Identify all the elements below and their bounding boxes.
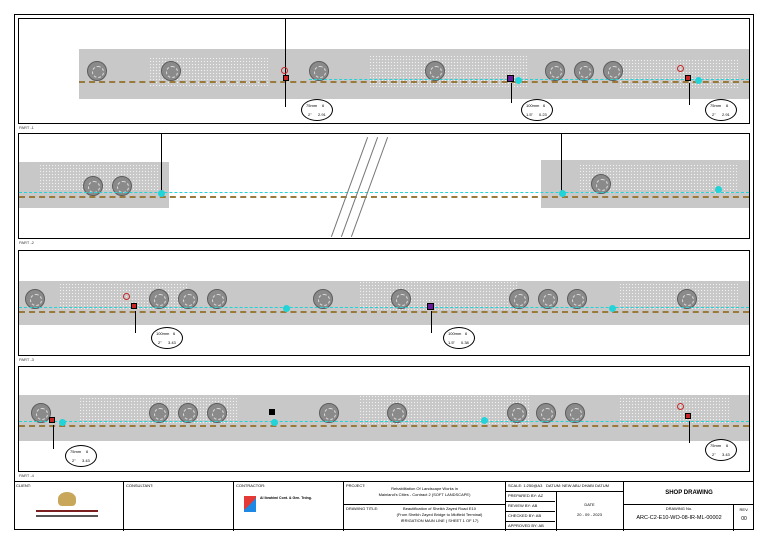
tree-icon — [387, 403, 407, 423]
control-valve-icon — [131, 303, 137, 309]
valve-node-icon — [715, 186, 722, 193]
client-cell: CLIENT: — [14, 482, 124, 531]
valve-marker-icon — [677, 65, 684, 72]
tree-icon — [677, 289, 697, 309]
part-label: PART -2 — [19, 240, 34, 245]
tree-icon — [207, 289, 227, 309]
air-valve-icon — [427, 303, 434, 310]
project-cell: PROJECT: Rehabilitation Of Landscape Wor… — [344, 482, 506, 531]
air-valve-icon — [507, 75, 514, 82]
tree-icon — [509, 289, 529, 309]
approval-cell: SCALE: 1:250@A3 DATUM: NEW ABU DHABI DAT… — [506, 482, 624, 531]
contractor-name: Al Ibrahimi Cont. & Gen. Trdng. — [260, 496, 312, 500]
tree-icon — [545, 61, 565, 81]
irrigation-main-line — [19, 196, 749, 198]
tree-icon — [149, 403, 169, 423]
tree-icon — [161, 61, 181, 81]
revision-number: 00 — [741, 516, 747, 522]
tree-icon — [507, 403, 527, 423]
valve-marker-icon — [677, 403, 684, 410]
tree-icon — [591, 174, 611, 194]
valve-node-icon — [59, 419, 66, 426]
valve-node-icon — [481, 417, 488, 424]
irrigation-main-line — [19, 425, 749, 427]
consultant-cell: CONSULTANT: — [124, 482, 234, 531]
contractor-cell: CONTRACTOR: Al Ibrahimi Cont. & Gen. Trd… — [234, 482, 344, 531]
control-valve-icon — [283, 75, 289, 81]
valve-node-icon — [609, 305, 616, 312]
control-valve-icon — [49, 417, 55, 423]
tree-icon — [391, 289, 411, 309]
title-block: CLIENT: CONSULTANT: CONTRACTOR: Al Ibrah… — [14, 481, 754, 531]
control-valve-icon — [685, 75, 691, 81]
irrigation-main-line — [79, 81, 749, 83]
valve-node-icon — [559, 190, 566, 197]
drawing-number: ARC-C2-E10-WO-08-IR-ML-00002 — [636, 515, 722, 521]
tree-icon — [313, 289, 333, 309]
contractor-logo-icon — [244, 496, 256, 512]
part-label: PART -3 — [19, 357, 34, 362]
tree-icon — [425, 61, 445, 81]
part-label: PART -1 — [19, 125, 34, 130]
part-2-panel — [18, 133, 750, 239]
irrigation-main-line — [19, 311, 749, 313]
tree-icon — [319, 403, 339, 423]
tree-icon — [83, 176, 103, 196]
tree-icon — [574, 61, 594, 81]
valve-marker-icon — [281, 67, 288, 74]
tree-icon — [207, 403, 227, 423]
junction-box-icon — [269, 409, 275, 415]
tree-icon — [178, 289, 198, 309]
tree-icon — [538, 289, 558, 309]
tree-icon — [565, 403, 585, 423]
tree-icon — [178, 403, 198, 423]
tree-icon — [149, 289, 169, 309]
valve-node-icon — [515, 77, 522, 84]
valve-node-icon — [158, 190, 165, 197]
valve-node-icon — [271, 419, 278, 426]
tree-icon — [31, 403, 51, 423]
valve-node-icon — [283, 305, 290, 312]
tree-icon — [309, 61, 329, 81]
control-valve-icon — [685, 413, 691, 419]
client-logo-icon — [58, 492, 76, 506]
tree-icon — [87, 61, 107, 81]
tree-icon — [536, 403, 556, 423]
tree-icon — [567, 289, 587, 309]
tree-icon — [25, 289, 45, 309]
tree-icon — [603, 61, 623, 81]
valve-node-icon — [695, 77, 702, 84]
drawing-info-cell: SHOP DRAWING DRAWING No. ARC-C2-E10-WO-0… — [624, 482, 754, 531]
part-label: PART -4 — [19, 473, 34, 478]
stage-label: SHOP DRAWING — [665, 490, 713, 496]
tree-icon — [112, 176, 132, 196]
valve-marker-icon — [123, 293, 130, 300]
